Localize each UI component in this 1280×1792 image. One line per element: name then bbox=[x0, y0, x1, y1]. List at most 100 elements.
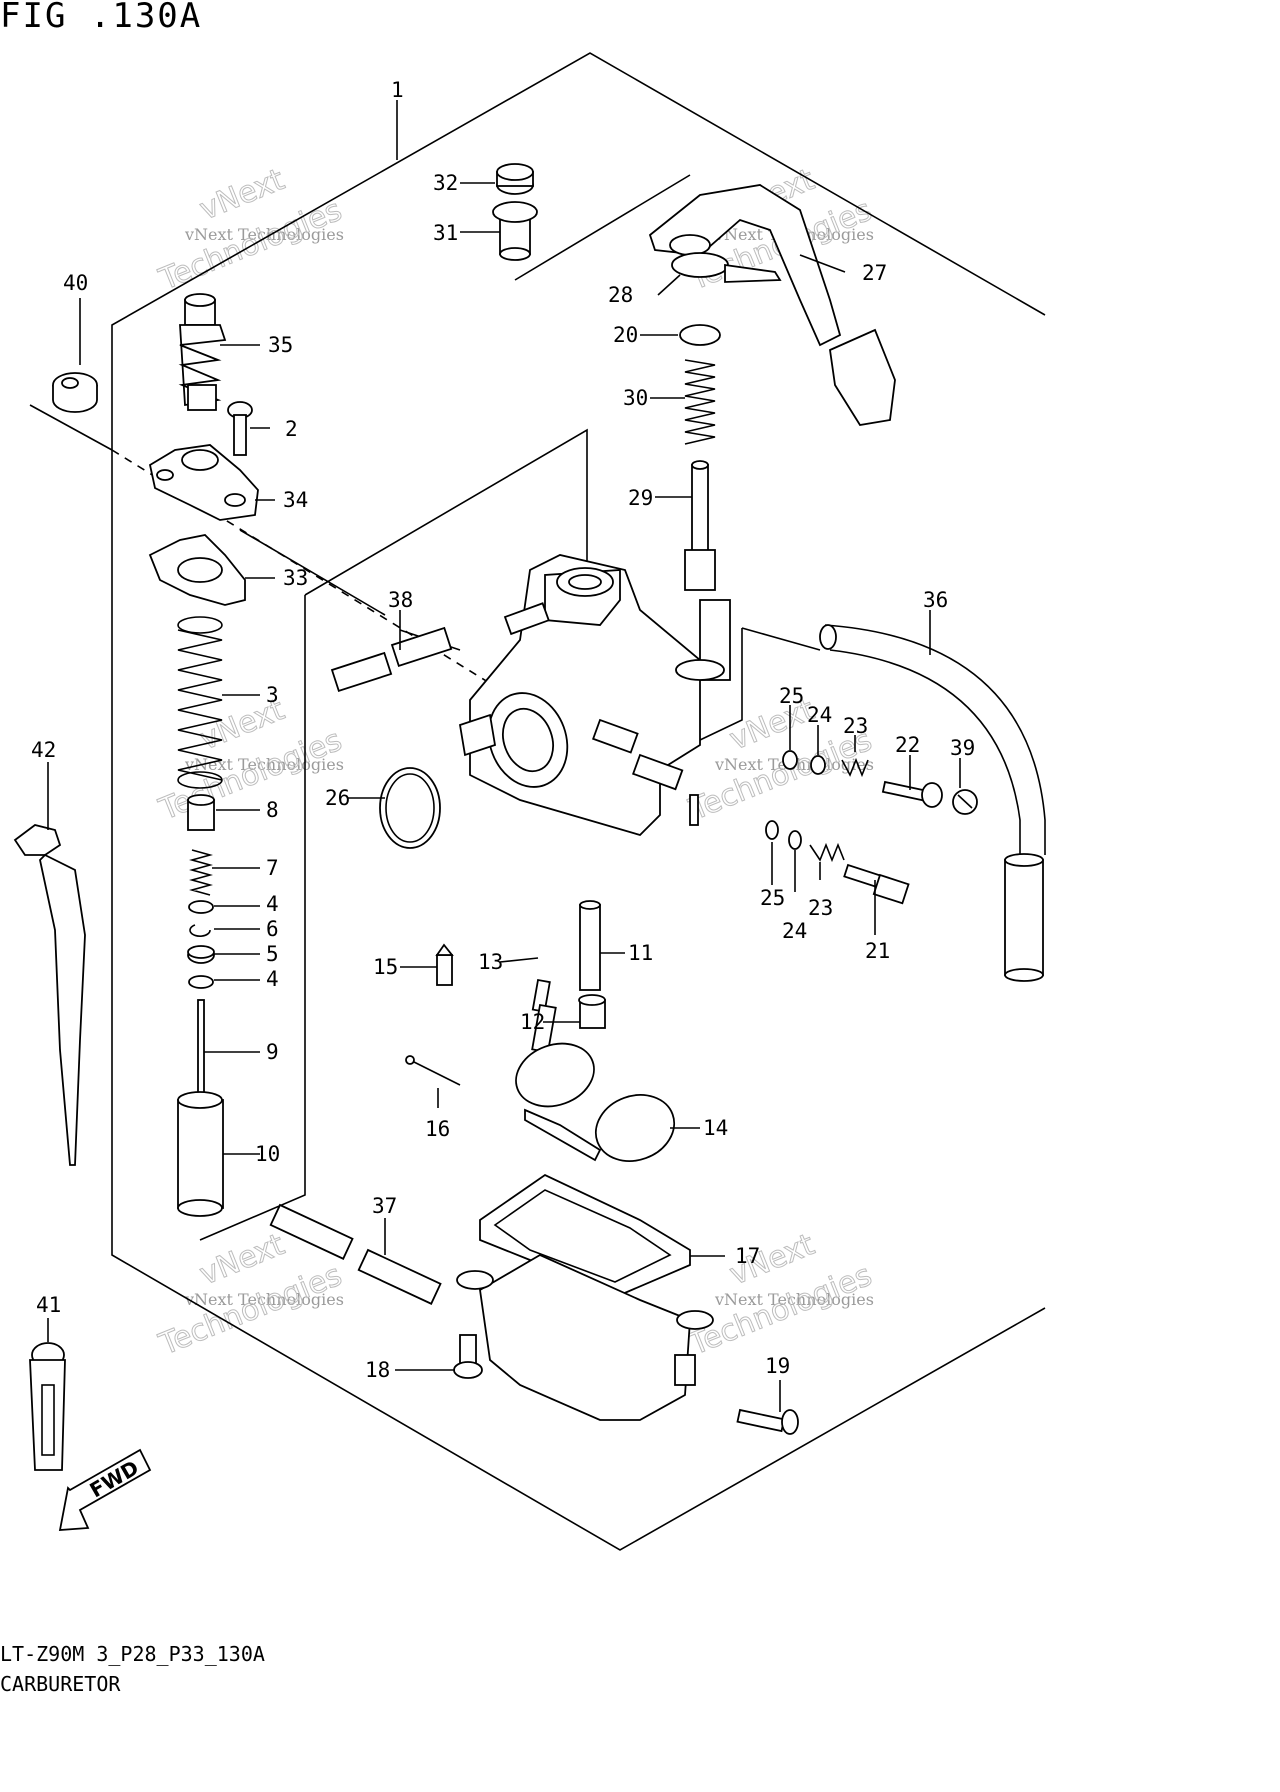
part-40-nut bbox=[52, 372, 98, 413]
watermark-text: vNext Technologies bbox=[184, 1290, 344, 1309]
callout-36: 36 bbox=[923, 588, 948, 612]
part-10-throttle-valve bbox=[177, 1091, 224, 1217]
part-9-jet-needle bbox=[197, 999, 205, 1106]
callout-19: 19 bbox=[765, 1354, 790, 1378]
part-19-drain-screw bbox=[736, 1408, 799, 1435]
part-31-top-cap bbox=[492, 201, 538, 261]
part-42-cable-tie bbox=[13, 824, 86, 1166]
callout-13: 13 bbox=[478, 950, 503, 974]
part-18-screw bbox=[453, 1334, 483, 1379]
callout-3: 3 bbox=[266, 683, 279, 707]
callout-23a: 23 bbox=[843, 714, 868, 738]
callout-15: 15 bbox=[373, 955, 398, 979]
callout-17: 17 bbox=[735, 1244, 760, 1268]
callout-40: 40 bbox=[63, 271, 88, 295]
drawing-code: LT-Z90M 3_P28_P33_130A bbox=[0, 1642, 265, 1666]
callout-10: 10 bbox=[255, 1142, 280, 1166]
callout-14: 14 bbox=[703, 1116, 728, 1140]
part-20-o-ring bbox=[679, 324, 721, 346]
callout-28: 28 bbox=[608, 283, 633, 307]
part-28-plate bbox=[671, 252, 782, 283]
callout-41: 41 bbox=[36, 1293, 61, 1317]
part-41-clamp bbox=[29, 1342, 66, 1471]
callout-26: 26 bbox=[325, 786, 350, 810]
carburetor-body bbox=[458, 554, 731, 837]
part-12-main-jet bbox=[578, 994, 606, 1029]
part-14-float bbox=[515, 1042, 676, 1162]
part-4-washer bbox=[188, 900, 214, 914]
part-24-washer bbox=[788, 830, 802, 850]
callout-18: 18 bbox=[365, 1358, 390, 1382]
callout-1: 1 bbox=[391, 78, 404, 102]
callout-34: 34 bbox=[283, 488, 308, 512]
part-11-needle-jet bbox=[579, 900, 601, 991]
part-21-throttle-stop-screw bbox=[843, 863, 910, 905]
part-33-gasket bbox=[148, 534, 246, 606]
part-17-float-bowl-gasket bbox=[479, 1173, 691, 1296]
callout-5: 5 bbox=[266, 942, 279, 966]
part-2-screw bbox=[227, 401, 253, 456]
callout-23b: 23 bbox=[808, 896, 833, 920]
callout-39: 39 bbox=[950, 736, 975, 760]
part-5-seat bbox=[187, 945, 215, 964]
callout-labels: 1 2 3 4 4 5 6 7 8 9 10 11 12 13 14 15 16… bbox=[31, 78, 975, 1382]
callout-37: 37 bbox=[372, 1194, 397, 1218]
figure-title: FIG .130A bbox=[0, 0, 203, 36]
watermark-text: vNext Technologies bbox=[184, 755, 344, 774]
part-35-rubber-boot bbox=[178, 293, 227, 411]
part-36-hose bbox=[819, 624, 1046, 982]
callout-38: 38 bbox=[388, 588, 413, 612]
callout-35: 35 bbox=[268, 333, 293, 357]
callout-22: 22 bbox=[895, 733, 920, 757]
watermark-text: vNext Technologies bbox=[184, 225, 344, 244]
callout-33: 33 bbox=[283, 566, 308, 590]
callout-24a: 24 bbox=[807, 703, 832, 727]
callout-2: 2 bbox=[285, 417, 298, 441]
part-26-o-ring-inner bbox=[385, 773, 435, 843]
callout-24b: 24 bbox=[782, 919, 807, 943]
part-3-spring bbox=[177, 616, 223, 789]
callout-12: 12 bbox=[520, 1010, 545, 1034]
callout-20: 20 bbox=[613, 323, 638, 347]
part-13-starter-jet bbox=[531, 978, 557, 1054]
callout-6: 6 bbox=[266, 917, 279, 941]
part-8-clip bbox=[187, 794, 215, 831]
fwd-label: FWD bbox=[86, 1455, 143, 1502]
part-4-washer bbox=[188, 975, 214, 989]
callout-25b: 25 bbox=[760, 886, 785, 910]
assembly-outline bbox=[29, 52, 1046, 1551]
part-15-pilot-jet bbox=[435, 943, 454, 986]
part-7-spring bbox=[189, 849, 213, 896]
callout-29: 29 bbox=[628, 486, 653, 510]
callout-4a: 4 bbox=[266, 892, 279, 916]
part-22-pilot-screw bbox=[881, 780, 943, 808]
watermark-text: vNext Technologies bbox=[714, 1290, 874, 1309]
callout-27: 27 bbox=[862, 261, 887, 285]
part-38-tube bbox=[330, 626, 453, 693]
part-24-washer bbox=[810, 755, 826, 775]
leader-lines bbox=[47, 100, 961, 1412]
callout-7: 7 bbox=[266, 856, 279, 880]
callout-4b: 4 bbox=[266, 967, 279, 991]
section-name: CARBURETOR bbox=[0, 1672, 121, 1696]
callout-31: 31 bbox=[433, 221, 458, 245]
float-bowl bbox=[456, 1253, 714, 1421]
part-29-throttle-valve bbox=[684, 460, 716, 591]
part-25-washer bbox=[782, 750, 798, 770]
part-37-tube bbox=[269, 1203, 442, 1305]
part-23-spring bbox=[809, 842, 845, 863]
fwd-arrow: FWD bbox=[58, 1448, 152, 1531]
callout-32: 32 bbox=[433, 171, 458, 195]
part-6-e-clip bbox=[189, 924, 211, 937]
part-39-cap bbox=[952, 789, 978, 815]
callout-42: 42 bbox=[31, 738, 56, 762]
callout-8: 8 bbox=[266, 798, 279, 822]
callout-9: 9 bbox=[266, 1040, 279, 1064]
part-25-washer bbox=[765, 820, 779, 840]
part-30-spring bbox=[684, 359, 716, 445]
callout-21: 21 bbox=[865, 939, 890, 963]
callout-16: 16 bbox=[425, 1117, 450, 1141]
callout-30: 30 bbox=[623, 386, 648, 410]
